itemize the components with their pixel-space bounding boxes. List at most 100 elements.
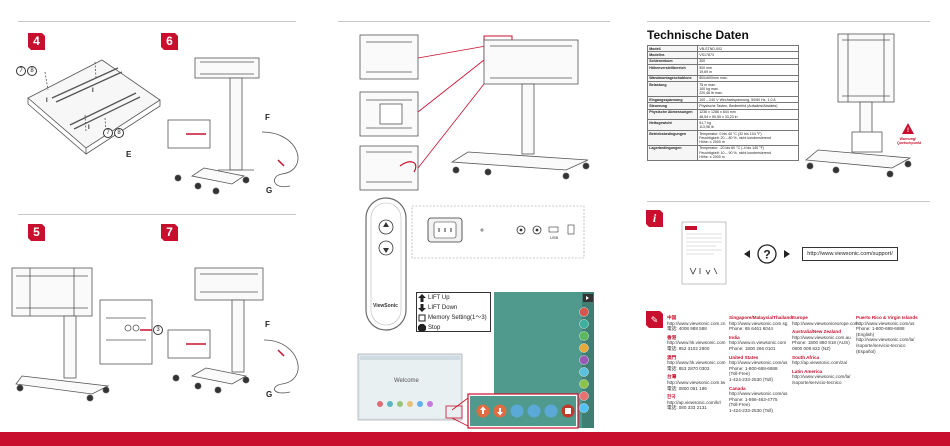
spec-title: Technische Daten [647, 28, 749, 42]
contact-region: United States [729, 354, 759, 360]
step-4-callout-7: 7 [16, 66, 26, 76]
spec-value-line: Feuchtigkeit: 10 – 90 %, nicht kondensie… [699, 150, 771, 155]
contact-line: /soporte/servicio-tecnico [792, 379, 842, 385]
svg-text:!: ! [907, 128, 909, 134]
contact-badge: ✎ [646, 311, 663, 328]
divider-top-right [647, 21, 930, 22]
spec-value: 100 – 240 V Wechselspannung, 50/60 Hz, 1… [697, 95, 799, 104]
contact-region: Puerto Rico & Virgin Islands [856, 315, 918, 320]
contact-region: 한국 [667, 394, 676, 400]
spec-value-line: Temperatur: 0 bis 40 °C (32 bis 104 °F) [699, 131, 762, 136]
spec-value-line: 100 – 240 V Wechselspannung, 50/60 Hz, 1… [699, 97, 776, 102]
contact-line: Phone: 1-800-688-6688 [729, 365, 778, 371]
step-6-label-f: F [265, 113, 270, 122]
remote-brand: ViewSonic [373, 303, 398, 309]
spec-value: 300 [697, 57, 799, 66]
spec-value-line: Physische Tasten, Bedienfeld (Aufwärts/A… [699, 103, 778, 108]
contact-region: Latin America [792, 368, 823, 374]
contact-line: http://www.viewsonic.com.tw [667, 379, 726, 385]
info-badge: i [646, 210, 663, 227]
step-4-label-i-2: I [92, 88, 94, 94]
contact-line: http://www.viewsonic.com/la/ [792, 374, 851, 380]
contact-line: http://www.viewsonic.com.au [792, 334, 851, 340]
contact-line: http://www.viewsonic.com/la/ [856, 337, 915, 343]
contact-region: Australia/New Zealand [792, 329, 842, 335]
contact-line: (English) [856, 331, 875, 337]
remote-legend: LIFT Up LIFT Down Memory Setting(1～3) St… [416, 292, 491, 332]
legend-stop: Stop [417, 323, 490, 333]
spec-key: Betriebsbedingungen [647, 129, 698, 146]
welcome-text: Welcome [394, 378, 419, 384]
contact-line: Phone: 1-866-463-4775 [729, 396, 778, 402]
legend-lift-down: LIFT Down [417, 303, 490, 313]
spec-value-line: Höhe: ≤ 2000 m [699, 139, 725, 144]
spec-value-line: VS17873 [699, 52, 714, 57]
spec-value-line: Höhe: ≤ 2000 m [699, 154, 725, 159]
step-4-label-i-1: I [46, 98, 48, 104]
step-4-label-e: E [126, 150, 132, 159]
step-4-badge: 4 [28, 33, 45, 50]
contact-region: 香港 [667, 334, 677, 340]
contact-line: http://ap.viewsonic.com/za/ [792, 360, 848, 366]
spec-value-line: 19,69 in [699, 69, 712, 74]
contact-region: South Africa [792, 354, 820, 360]
info-icon: i [652, 211, 657, 225]
contact-region: Canada [729, 385, 746, 391]
step-4-label-i-3: I [88, 125, 90, 131]
spec-value-line: 500 mm [699, 65, 713, 70]
step-5-callout-3: 3 [153, 325, 163, 335]
step-4-callout-8: 8 [27, 66, 37, 76]
contact-region: India [729, 334, 740, 340]
spec-value-line: 300 [699, 59, 706, 64]
spec-value-line: 75 m max. [699, 82, 716, 87]
contact-line: http://www.viewsonic.com.cn [667, 320, 726, 326]
contact-line: Phone: 1800 266 0101 [729, 345, 776, 351]
contact-line: http://www.viewsonic.com/us [729, 391, 788, 397]
spec-value-line: 1236 x 1286 x 844 mm [699, 110, 736, 115]
contact-line: 電話: 852 3102 2900 [667, 345, 710, 351]
contact-line: Phone: 65 6461 6044 [729, 326, 773, 332]
spec-value-line: 100 kg max. [699, 86, 719, 91]
contact-line: 0800 008 822 (NZ) [792, 345, 831, 351]
spec-value-line: 800x600mm max. [699, 76, 728, 81]
legend-lift-up: LIFT Up [417, 293, 490, 303]
step-6-badge: 6 [161, 33, 178, 50]
contact-line: 電話: 080 333 2131 [667, 405, 707, 411]
contact-line: http://www.viewsonic.com/us [856, 320, 915, 326]
contact-line: http://www.hk.viewsonic.com [667, 360, 726, 366]
support-url-link[interactable]: http://www.viewsonic.com/support/ [802, 247, 898, 261]
step-4-callout-7b: 7 [103, 128, 113, 138]
spec-value: Physische Tasten, Bedienfeld (Aufwärts/A… [697, 102, 799, 110]
contact-line: 電話: 853 2870 0303 [667, 365, 710, 371]
step-4-callout-8b: 8 [114, 128, 124, 138]
contact-line: /soporte/servicio-tecnico [856, 342, 906, 348]
step-6-label-g: G [266, 186, 273, 195]
wrench-icon: ✎ [650, 315, 659, 325]
contact-region: 澳門 [667, 354, 677, 360]
